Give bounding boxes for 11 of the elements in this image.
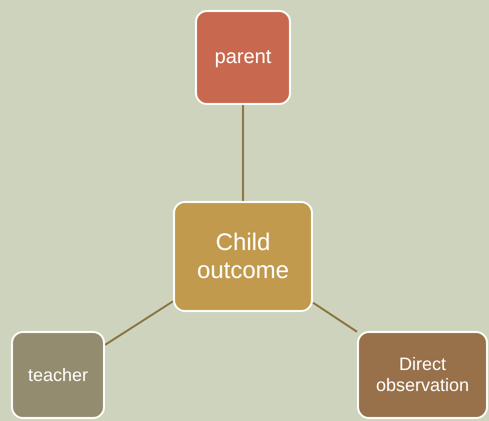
rounded-box [173, 201, 313, 312]
connector-line [104, 300, 174, 346]
connector-line [242, 105, 244, 201]
rounded-box [357, 331, 488, 419]
node-label: Child outcome [196, 228, 290, 284]
node-label: parent [214, 46, 272, 69]
connector-line [312, 302, 358, 333]
node-label: teacher [28, 364, 88, 386]
rounded-box [11, 331, 105, 419]
rounded-box [195, 10, 291, 105]
node-label: Direct observation [374, 354, 470, 396]
